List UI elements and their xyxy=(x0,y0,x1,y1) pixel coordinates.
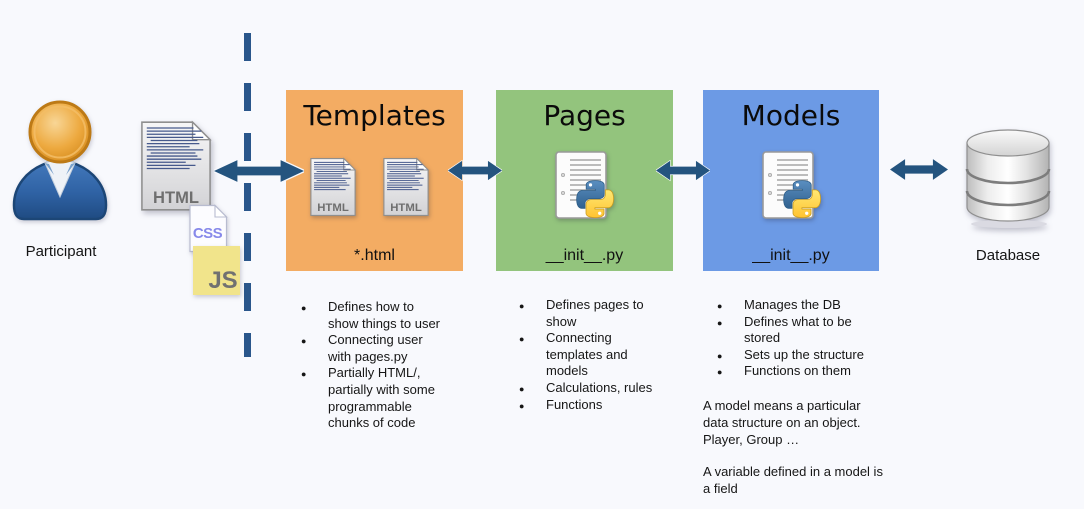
bullet-item: Defines pages to show xyxy=(515,297,663,330)
bullet-item: Functions xyxy=(515,397,663,414)
pages-box: Pages __init__.py xyxy=(496,90,673,271)
models-note: A model means a particular data structur… xyxy=(703,398,861,447)
models-file-label: __init__.py xyxy=(752,247,830,264)
bullet-item: Defines how to show things to user xyxy=(297,299,445,332)
models-title: Models xyxy=(741,99,841,132)
pages-file-label: __init__.py xyxy=(545,247,624,264)
templates-file-label: *.html xyxy=(354,247,395,264)
bullet-item: Defines what to be stored xyxy=(713,314,881,347)
dashed-divider xyxy=(244,33,251,357)
arrow-participant-templates xyxy=(214,158,304,184)
html-file-icon: HTML xyxy=(310,157,357,216)
bullet-item: Partially HTML/, partially with some pro… xyxy=(297,365,445,431)
bullet-item: Calculations, rules xyxy=(515,380,663,397)
pages-bullet-list: Defines pages to showConnecting template… xyxy=(515,297,663,414)
html-icon-label: HTML xyxy=(317,202,349,214)
pages-title: Pages xyxy=(543,99,626,132)
bullet-item: Connecting user with pages.py xyxy=(297,332,445,365)
participant-icon xyxy=(12,100,108,221)
models-note: A variable defined in a model is a field xyxy=(703,464,883,497)
templates-bullet-list: Defines how to show things to userConnec… xyxy=(297,299,445,432)
arrow-pages-models xyxy=(656,160,710,181)
js-file-icon: JS xyxy=(193,246,240,295)
models-box: Models __init__.py xyxy=(703,90,879,271)
html-icon-label: HTML xyxy=(390,202,422,214)
css-icon-label: CSS xyxy=(193,225,223,242)
templates-title: Templates xyxy=(303,99,446,132)
bullet-item: Functions on them xyxy=(713,363,881,380)
js-icon-label: JS xyxy=(208,267,237,294)
arrow-models-database xyxy=(890,158,948,181)
html-file-icon: HTML xyxy=(383,157,430,216)
database-label: Database xyxy=(975,247,1041,264)
database-icon xyxy=(965,129,1051,228)
html-file-icon: HTML xyxy=(141,120,212,211)
arrow-templates-pages xyxy=(448,160,502,181)
models-bullet-list: Manages the DBDefines what to be storedS… xyxy=(713,297,881,381)
bullet-item: Connecting templates and models xyxy=(515,330,663,380)
bullet-item: Manages the DB xyxy=(713,297,881,314)
python-file-icon xyxy=(555,151,614,219)
css-file-icon: CSS xyxy=(189,204,228,253)
bullet-item: Sets up the structure xyxy=(713,347,881,364)
html-icon-label: HTML xyxy=(153,188,199,207)
templates-box: Templates HTML HTML *.html xyxy=(286,90,463,271)
participant-label: Participant xyxy=(25,243,97,260)
models-notes: A model means a particular data structur… xyxy=(703,398,885,498)
python-file-icon xyxy=(762,151,821,219)
